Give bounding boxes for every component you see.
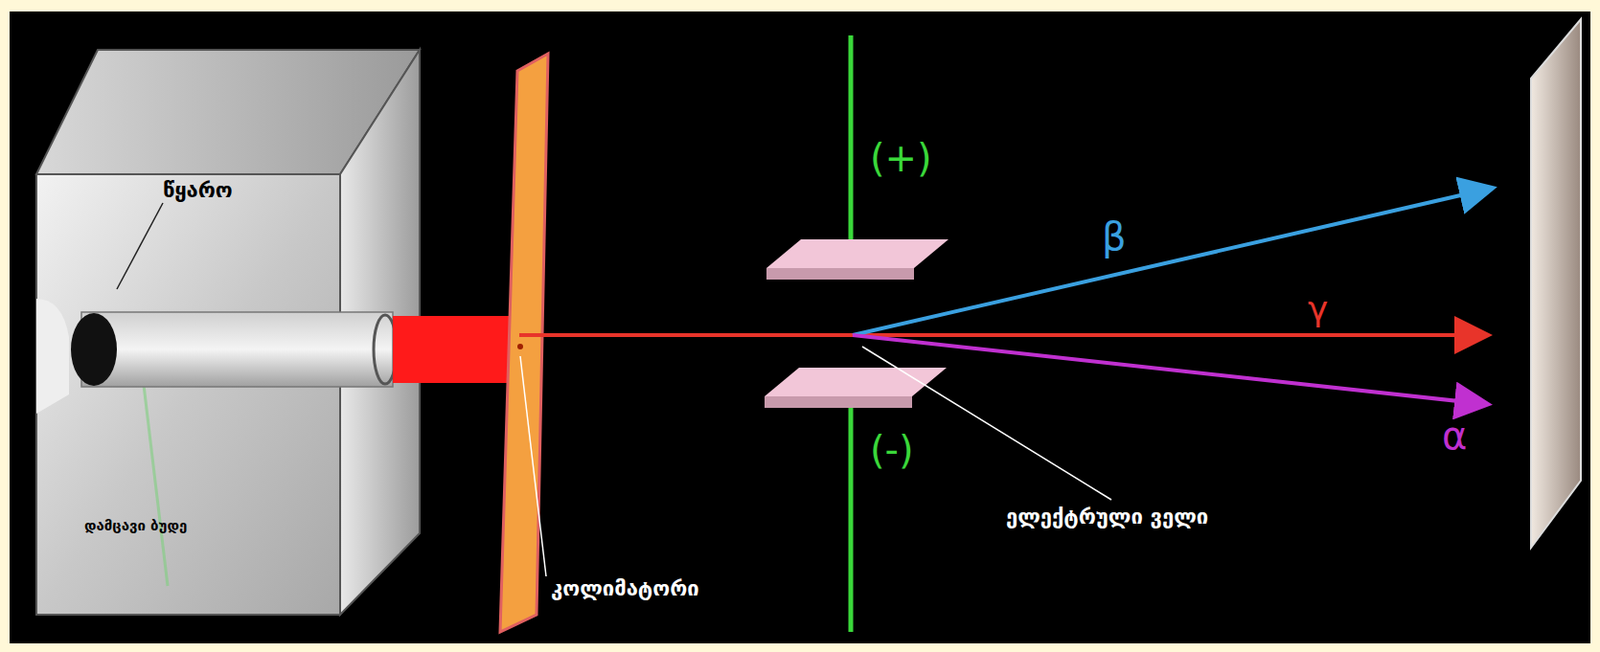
beta-ray bbox=[852, 188, 1490, 336]
alpha-label: α bbox=[1441, 413, 1467, 458]
box-cutaway bbox=[36, 298, 69, 414]
collimator bbox=[500, 53, 549, 633]
upper-plate bbox=[766, 239, 949, 269]
alpha-ray bbox=[852, 335, 1486, 405]
detector-screen bbox=[1531, 19, 1581, 549]
source-tube bbox=[81, 312, 393, 388]
stage: წყარო დამცავი ბუდე კოლიმატორი ელექტრული ველ… bbox=[9, 11, 1591, 644]
lower-plate-edge bbox=[764, 396, 913, 409]
box-reflection bbox=[143, 385, 168, 587]
beam bbox=[392, 316, 510, 384]
wire bbox=[848, 35, 854, 247]
field-label: ელექტრული ველი bbox=[1005, 504, 1209, 529]
plus-sign: (+) bbox=[869, 136, 933, 181]
shielding-container: წყარო დამცავი ბუდე bbox=[36, 174, 341, 616]
leader-line bbox=[520, 356, 547, 577]
minus-sign: (-) bbox=[869, 428, 915, 473]
gamma-label: γ bbox=[1307, 289, 1328, 329]
box-front bbox=[36, 174, 341, 616]
wire bbox=[848, 406, 854, 633]
beta-label: β bbox=[1101, 214, 1127, 259]
leader-line bbox=[116, 203, 163, 290]
source-label: წყარო bbox=[162, 178, 233, 203]
illustration bbox=[9, 11, 1591, 644]
collimator-label: კოლიმატორი bbox=[550, 576, 700, 601]
gamma-ray bbox=[519, 333, 1486, 338]
source bbox=[70, 313, 117, 387]
upper-plate-edge bbox=[766, 268, 915, 280]
collimator-slit bbox=[517, 343, 524, 350]
container-label: დამცავი ბუდე bbox=[84, 517, 187, 535]
leader-line bbox=[862, 346, 1112, 501]
